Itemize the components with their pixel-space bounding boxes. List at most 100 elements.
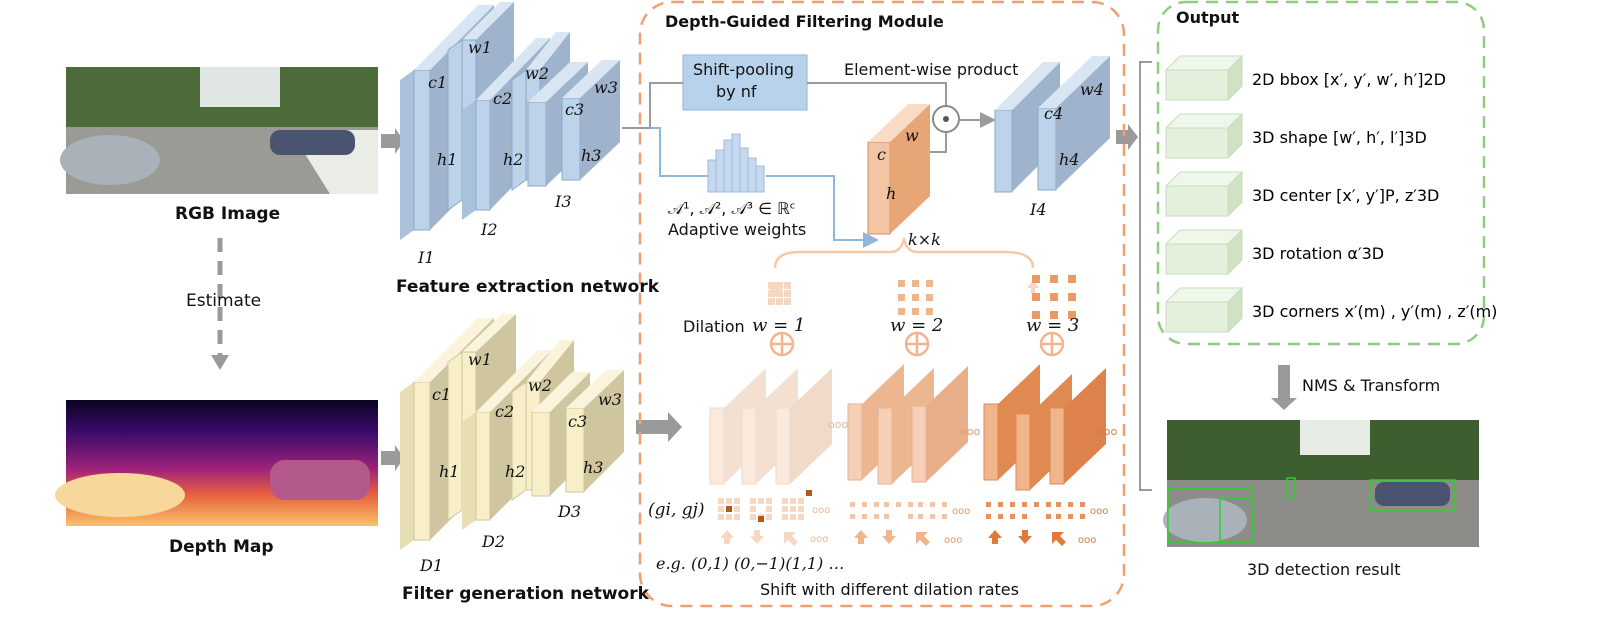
output-box-2 (1164, 112, 1244, 160)
filter-block-3 (531, 370, 624, 497)
filter-label-w1: w1 (468, 350, 492, 369)
kernel-bracket (773, 237, 1035, 269)
output-box-5 (1164, 286, 1244, 334)
shift-grids (718, 490, 1085, 522)
feature-label-h2: h2 (503, 150, 524, 169)
shift-caption: Shift with different dilation rates (760, 580, 1019, 599)
dgf-module-title: Depth-Guided Filtering Module (665, 12, 944, 31)
dilation-grid-3 (1032, 275, 1076, 319)
filter-network-title: Filter generation network (402, 584, 649, 604)
arrow-rgb-to-features (381, 128, 404, 154)
shifted-features-w2 (847, 364, 968, 485)
detection-result-caption: 3D detection result (1247, 560, 1401, 579)
feature-label-w2: w2 (525, 64, 549, 83)
feature-network-title: Feature extraction network (396, 277, 660, 297)
feature-label-w1: w1 (468, 38, 492, 57)
output-item-3d-shape: 3D shape [w′, h′, l′]3D (1252, 128, 1427, 147)
ellipsis-w1: ooo (828, 418, 849, 431)
depth-map-image (55, 400, 378, 526)
detection-result-image (1163, 420, 1479, 547)
ellipsis-w2: ooo (960, 425, 981, 438)
output-item-3d-corners: 3D corners x′(m) , y′(m) , z′(m) (1252, 302, 1498, 321)
arrow-nms (1271, 365, 1297, 410)
filter-label-D2: D2 (482, 532, 506, 551)
flow-arrows (381, 124, 1297, 471)
kernel-size-label: k×k (908, 230, 941, 249)
adaptive-weight-lines (650, 127, 879, 248)
filter-label-c1: c1 (432, 385, 452, 404)
feature-label-w3: w3 (594, 78, 618, 97)
arrow-module-to-output (1116, 124, 1138, 150)
dilation-prefix: Dilation (683, 317, 745, 336)
filter-label-D1: D1 (420, 556, 444, 575)
ellipsis-arrows-2: ooo (944, 535, 963, 546)
dilation-label-1: w = 1 (752, 315, 806, 336)
dilation-label-2: w = 2 (890, 315, 944, 336)
output-box-3 (1164, 170, 1244, 218)
dilation-label-3: w = 3 (1026, 315, 1080, 336)
kernel-label-w: w (905, 126, 919, 145)
rgb-image-caption: RGB Image (175, 204, 281, 224)
ellipsis-grid-3: ooo (1090, 506, 1109, 517)
feature-label-I2: I2 (481, 220, 498, 239)
output-feature-block (994, 56, 1110, 193)
elementwise-product-label: Element-wise product (844, 60, 1019, 79)
dilation-grid-1 (768, 282, 791, 305)
I4-label-w4: w4 (1080, 80, 1104, 99)
feature-block-3 (527, 60, 620, 187)
output-box-1 (1164, 54, 1244, 102)
ellipsis-grid-2: ooo (952, 506, 971, 517)
arrow-filters-to-module (636, 412, 682, 442)
I4-label: I4 (1030, 200, 1047, 219)
dgf-module-frame (638, 0, 1126, 608)
shifted-features-w1 (709, 368, 832, 485)
output-item-2d-bbox: 2D bbox [x′, y′, w′, h′]2D (1252, 70, 1446, 89)
adaptive-weights-formula: 𝒜¹, 𝒜², 𝒜³ ∈ ℝᶜ (668, 199, 796, 218)
output-boxes (1164, 54, 1244, 334)
ellipsis-arrows-3: ooo (1078, 535, 1097, 546)
shift-pooling-box (682, 54, 808, 111)
ellipsis-w3: ooo (1097, 425, 1118, 438)
output-title: Output (1176, 8, 1240, 27)
gi-gj-label: (gi, gj) (648, 500, 705, 520)
output-item-3d-center: 3D center [x′, y′]P, z′3D (1252, 186, 1440, 205)
kernel-block (867, 104, 930, 235)
arrow-depth-to-filters (381, 445, 404, 471)
I4-label-c4: c4 (1044, 104, 1064, 123)
depth-map-caption: Depth Map (169, 537, 274, 557)
output-box-4 (1164, 228, 1244, 276)
feature-label-I3: I3 (555, 192, 572, 211)
ellipsis-grid-1: ooo (812, 505, 831, 516)
shift-pooling-by-label: by nf (716, 82, 757, 101)
output-bracket (1139, 61, 1152, 491)
filter-label-c3: c3 (568, 412, 588, 431)
nms-transform-label: NMS & Transform (1302, 376, 1441, 395)
output-item-3d-rotation: 3D rotation α′3D (1252, 244, 1385, 263)
filter-label-D3: D3 (558, 502, 582, 521)
elementwise-product-symbol (932, 105, 960, 133)
module-lines (622, 82, 996, 153)
dilation-grid-2 (898, 280, 933, 315)
kernel-label-c: c (877, 145, 886, 164)
filter-label-h3: h3 (583, 458, 604, 477)
estimate-arrowhead (211, 355, 229, 370)
shift-pooling-label: Shift-pooling (693, 60, 795, 79)
feature-label-h3: h3 (581, 146, 602, 165)
shift-direction-arrows (720, 530, 1066, 546)
feature-label-c3: c3 (565, 100, 585, 119)
output-frame (1156, 0, 1486, 346)
sum-symbols (769, 331, 1065, 357)
kernel-label-h: h (886, 184, 897, 203)
filter-label-w3: w3 (598, 390, 622, 409)
estimate-label: Estimate (186, 291, 262, 311)
filter-label-h1: h1 (439, 462, 460, 481)
shift-example-label: e.g. (0,1) (0,−1)(1,1) … (656, 554, 845, 573)
filter-label-h2: h2 (505, 462, 526, 481)
adaptive-weights-histogram (707, 133, 765, 193)
rgb-image (60, 67, 378, 194)
I4-label-h4: h4 (1059, 150, 1080, 169)
feature-label-c2: c2 (493, 89, 513, 108)
filter-label-w2: w2 (528, 376, 552, 395)
filter-label-c2: c2 (495, 402, 515, 421)
